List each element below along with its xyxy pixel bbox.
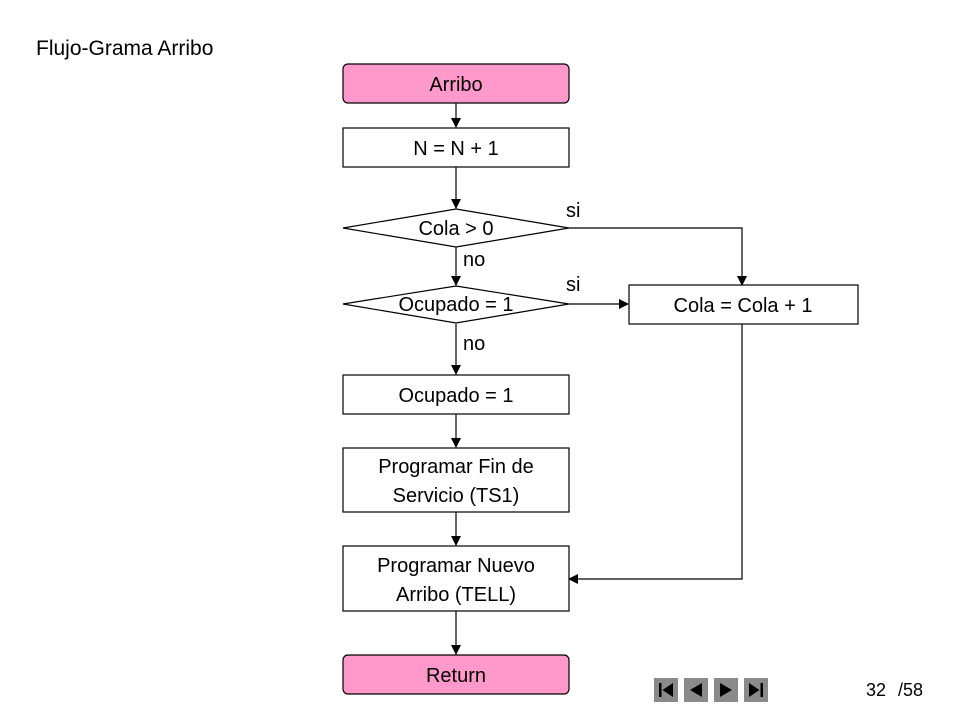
queue-check-label: Cola > 0 xyxy=(418,218,493,240)
next-icon xyxy=(720,683,732,697)
set-busy-box xyxy=(342,374,570,415)
busy-yes-label: si xyxy=(566,274,580,296)
slide-title: Flujo-Grama Arribo xyxy=(36,37,214,60)
edge-queue-yes xyxy=(569,227,747,286)
last-slide-button[interactable] xyxy=(744,678,768,702)
queue-yes-label: si xyxy=(566,200,580,222)
queue-check-decision: Cola > 0 xyxy=(342,208,570,248)
end-label: Return xyxy=(426,665,486,687)
queue-no-label: no xyxy=(463,249,485,271)
set-busy-node: Ocupado = 1 xyxy=(342,374,570,415)
increment-n-box xyxy=(342,127,570,168)
busy-no-label: no xyxy=(463,333,485,355)
schedule-arrival-node: Programar Nuevo Arribo (TELL) xyxy=(342,545,570,612)
first-icon xyxy=(659,683,673,697)
schedule-end-label-line1: Programar Fin de xyxy=(378,456,534,478)
edge-enqueue-to-schedule-arrival xyxy=(568,324,743,584)
start-terminal-shape xyxy=(342,63,570,104)
schedule-arrival-box xyxy=(342,545,570,612)
current-page-number: 32 xyxy=(866,680,887,700)
schedule-end-node: Programar Fin de Servicio (TS1) xyxy=(342,447,570,513)
start-node: Arribo xyxy=(342,63,570,104)
previous-slide-button[interactable] xyxy=(684,678,708,702)
enqueue-label: Cola = Cola + 1 xyxy=(674,295,813,317)
end-node: Return xyxy=(342,654,570,695)
first-slide-button[interactable] xyxy=(654,678,678,702)
increment-n-node: N = N + 1 xyxy=(342,127,570,168)
total-pages: /58 xyxy=(898,680,924,700)
busy-check-decision: Ocupado = 1 xyxy=(342,285,570,324)
schedule-arrival-label-line2: Arribo (TELL) xyxy=(396,584,516,606)
last-icon xyxy=(749,683,763,697)
connectors xyxy=(451,103,747,655)
queue-check-diamond xyxy=(342,208,570,248)
schedule-end-box xyxy=(342,447,570,513)
enqueue-node: Cola = Cola + 1 xyxy=(628,284,859,325)
schedule-arrival-label-line1: Programar Nuevo xyxy=(377,555,535,577)
busy-check-label: Ocupado = 1 xyxy=(398,294,513,316)
slide-navigation xyxy=(654,678,768,702)
next-slide-button[interactable] xyxy=(714,678,738,702)
busy-check-diamond xyxy=(342,285,570,324)
previous-icon xyxy=(690,683,702,697)
enqueue-box xyxy=(628,284,859,325)
increment-n-label: N = N + 1 xyxy=(413,138,499,160)
end-terminal-shape xyxy=(342,654,570,695)
schedule-end-label-line2: Servicio (TS1) xyxy=(393,485,520,507)
start-label: Arribo xyxy=(429,74,482,96)
set-busy-label: Ocupado = 1 xyxy=(398,385,513,407)
